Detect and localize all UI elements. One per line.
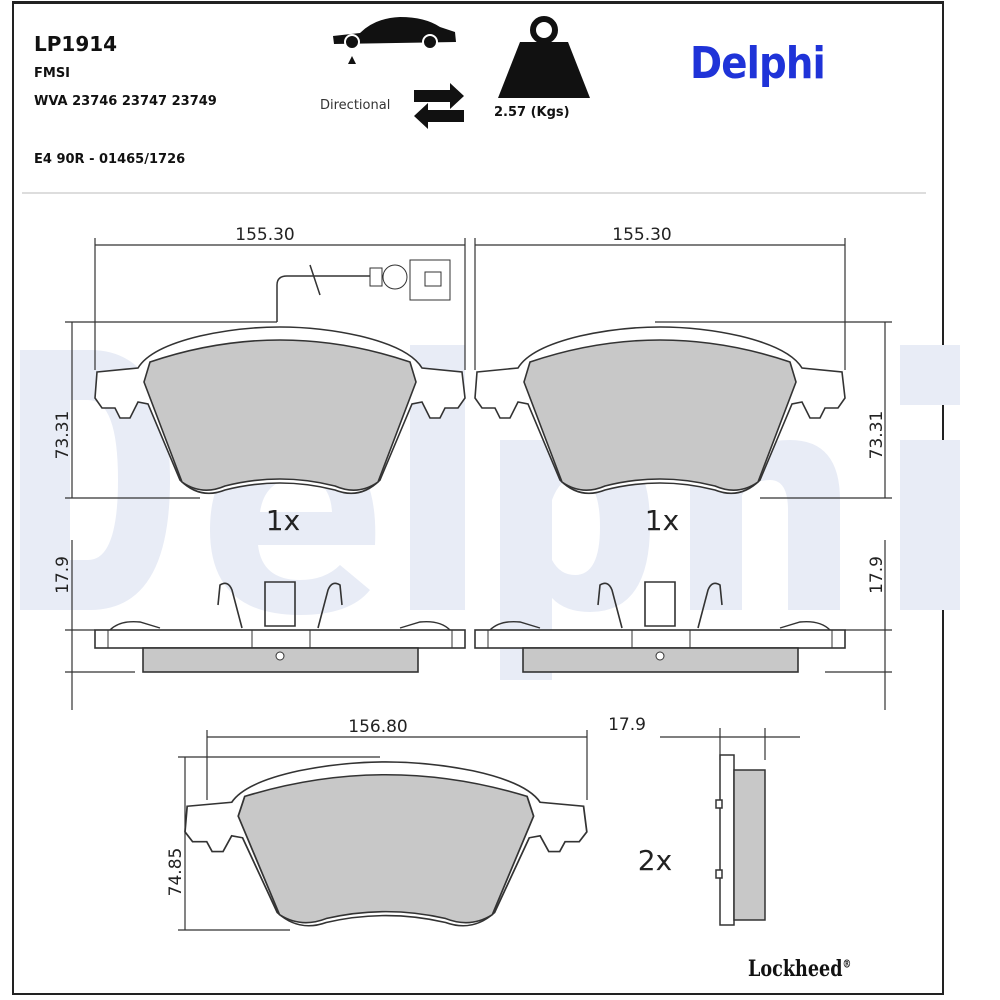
wva-numbers: WVA 23746 23747 23749 [34,94,217,109]
height-dimension-right: 73.31 [867,411,887,460]
car-axle-icon [333,17,456,64]
thickness-dimension-right: 17.9 [867,556,887,594]
pad-side-view-bottom [715,754,766,926]
part-code: LP1914 [34,32,118,56]
width-dimension-left: 155.30 [235,225,294,245]
width-dimension-right: 155.30 [612,225,671,245]
dimension-lines [65,238,892,931]
weight-value: 2.57 (Kgs) [494,105,570,120]
height-dimension-bottom: 74.85 [166,848,186,897]
directional-label: Directional [320,98,391,113]
quantity-bottom: 2x [638,844,672,877]
fmsi-label: FMSI [34,66,71,81]
pad-front-view-left [94,259,466,495]
width-dimension-bottom: 156.80 [348,717,407,737]
weight-icon [498,16,590,98]
directional-arrows-icon [414,83,464,129]
delphi-logo: Delphi [690,38,826,89]
thickness-dimension-bottom: 17.9 [608,715,646,735]
registered-mark: ® [842,957,852,971]
approval-number: E4 90R - 01465/1726 [34,152,186,167]
quantity-left: 1x [266,504,300,537]
lockheed-logo: Lockheed® [748,956,851,982]
quantity-right: 1x [645,504,679,537]
height-dimension-left: 73.31 [53,411,73,460]
lockheed-text: Lockheed [748,956,843,982]
pad-front-view-bottom [184,761,588,927]
thickness-dimension-left: 17.9 [53,556,73,594]
